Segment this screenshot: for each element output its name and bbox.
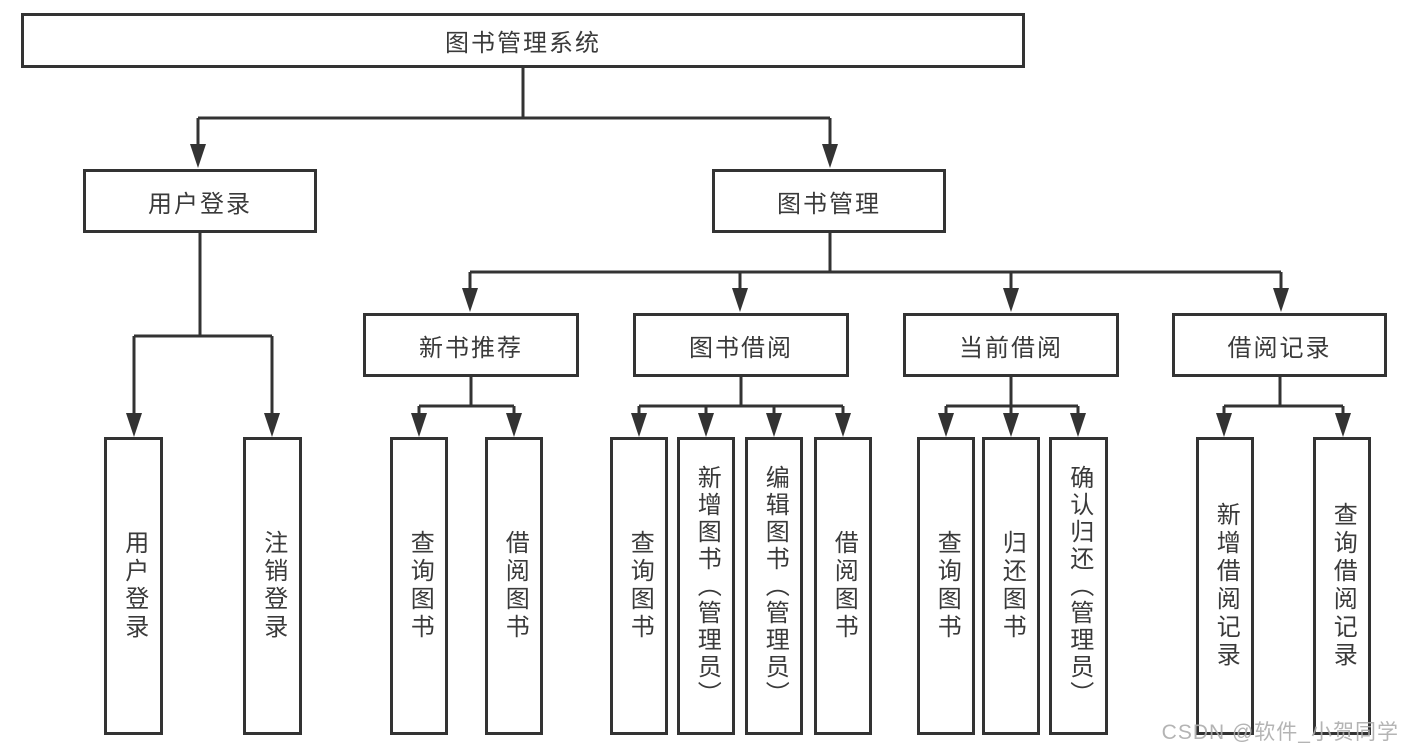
leaf-borrow-books-recommend-label: 借阅图书 <box>501 530 529 642</box>
leaf-confirm-return-admin: 确认归还（管理员） <box>1049 437 1108 735</box>
node-user-login-label: 用户登录 <box>148 190 252 218</box>
leaf-query-books-current-label: 查询图书 <box>933 530 961 642</box>
node-current-borrow: 当前借阅 <box>903 313 1119 377</box>
node-current-borrow-label: 当前借阅 <box>959 334 1063 362</box>
node-book-borrow-label: 图书借阅 <box>689 334 793 362</box>
node-user-login: 用户登录 <box>83 169 317 233</box>
leaf-borrow-books: 借阅图书 <box>814 437 872 735</box>
leaf-add-borrow-record: 新增借阅记录 <box>1196 437 1254 735</box>
leaf-logout-label: 注销登录 <box>259 530 287 642</box>
node-root-system-label: 图书管理系统 <box>445 30 601 57</box>
leaf-add-books-admin-label: 新增图书（管理员） <box>693 464 721 708</box>
csdn-watermark: CSDN @软件_小贺同学 <box>1161 721 1399 744</box>
leaf-borrow-books-label: 借阅图书 <box>830 530 858 642</box>
leaf-confirm-return-admin-label: 确认归还（管理员） <box>1065 464 1093 708</box>
leaf-query-borrow-record: 查询借阅记录 <box>1313 437 1371 735</box>
node-new-book-recommend: 新书推荐 <box>363 313 579 377</box>
leaf-query-books-borrow: 查询图书 <box>610 437 668 735</box>
node-book-management-label: 图书管理 <box>777 190 881 218</box>
leaf-user-login-label: 用户登录 <box>120 530 148 642</box>
arrowheads <box>126 144 1351 437</box>
node-root-system: 图书管理系统 <box>21 13 1025 68</box>
leaf-borrow-books-recommend: 借阅图书 <box>485 437 543 735</box>
leaf-edit-books-admin-label: 编辑图书（管理员） <box>761 464 789 708</box>
leaf-query-books-recommend-label: 查询图书 <box>406 530 434 642</box>
leaf-user-login: 用户登录 <box>104 437 163 735</box>
leaf-return-books: 归还图书 <box>982 437 1040 735</box>
node-book-borrow: 图书借阅 <box>633 313 849 377</box>
leaf-add-books-admin: 新增图书（管理员） <box>677 437 735 735</box>
node-book-management: 图书管理 <box>712 169 946 233</box>
leaf-return-books-label: 归还图书 <box>998 530 1026 642</box>
leaf-query-books-recommend: 查询图书 <box>390 437 448 735</box>
leaf-query-books-borrow-label: 查询图书 <box>626 530 654 642</box>
leaf-edit-books-admin: 编辑图书（管理员） <box>745 437 803 735</box>
leaf-query-borrow-record-label: 查询借阅记录 <box>1329 502 1357 670</box>
node-borrow-records: 借阅记录 <box>1172 313 1387 377</box>
leaf-query-books-current: 查询图书 <box>917 437 975 735</box>
node-new-book-recommend-label: 新书推荐 <box>419 334 523 362</box>
leaf-add-borrow-record-label: 新增借阅记录 <box>1212 502 1240 670</box>
node-borrow-records-label: 借阅记录 <box>1227 334 1332 362</box>
leaf-logout: 注销登录 <box>243 437 302 735</box>
